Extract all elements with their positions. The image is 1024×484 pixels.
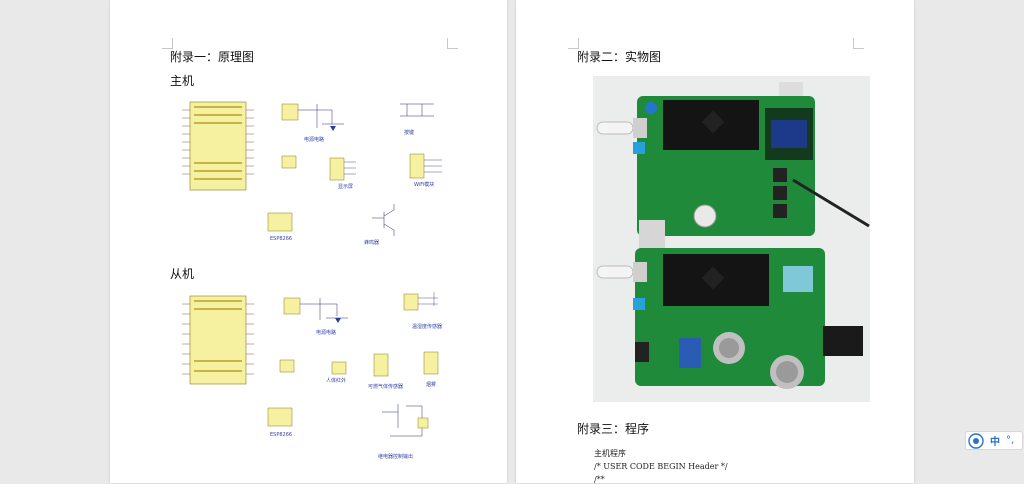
ime-language-toggle[interactable]: 中: [990, 437, 1000, 448]
schematic-label: WiFi模块: [414, 181, 434, 188]
document-page-left: 附录一：原理图 主机 从机 电源电路 按键 显示屏: [110, 0, 507, 483]
page-corner-mark: [162, 38, 173, 49]
host-schematic: 电源电路 按键 显示屏 WiFi模块 ESP8266 蜂鸣器: [182, 101, 442, 246]
host-section-label: 主机: [170, 74, 195, 88]
ime-logo-icon[interactable]: [968, 432, 984, 449]
page-corner-mark: [568, 38, 579, 49]
schematic-label: 人体红外: [326, 377, 346, 384]
schematic-label: 按键: [404, 129, 414, 136]
schematic-label: ESP8266: [270, 236, 292, 242]
schematic-label: 继电器控制输出: [378, 453, 413, 460]
ime-punctuation-toggle[interactable]: °,: [1006, 435, 1015, 446]
page-corner-mark: [853, 38, 864, 49]
schematic-label: 温湿度传感器: [412, 323, 442, 330]
schematic-label: 电源电路: [316, 329, 336, 336]
appendix1-title: 附录一：原理图: [170, 50, 255, 64]
slave-section-label: 从机: [170, 267, 195, 281]
power-ic: [281, 103, 299, 121]
schematic-label: ESP8266: [270, 432, 292, 438]
mcu-block: [189, 101, 247, 191]
page-corner-mark: [447, 38, 458, 49]
hardware-photo: [593, 76, 870, 402]
document-page-right: 附录二：实物图: [516, 0, 914, 484]
mcu-block: [189, 295, 247, 385]
appendix2-title: 附录二：实物图: [577, 50, 662, 64]
slave-schematic: 电源电路 温湿度传感器 人体红外 可燃气体传感器 烟雾 ESP8266 继电器控…: [182, 292, 442, 460]
program-subtitle: 主机程序: [594, 449, 626, 458]
code-line: /* USER CODE BEGIN Header */: [594, 462, 728, 471]
schematic-label: 可燃气体传感器: [368, 383, 403, 390]
schematic-label: 电源电路: [304, 136, 324, 143]
code-line: /**: [594, 475, 605, 484]
schematic-label: 烟雾: [426, 381, 436, 388]
appendix3-title: 附录三：程序: [577, 422, 650, 436]
ime-toolbar[interactable]: 中 °,: [965, 431, 1023, 450]
schematic-label: 显示屏: [338, 184, 353, 190]
schematic-label: 蜂鸣器: [364, 239, 379, 246]
